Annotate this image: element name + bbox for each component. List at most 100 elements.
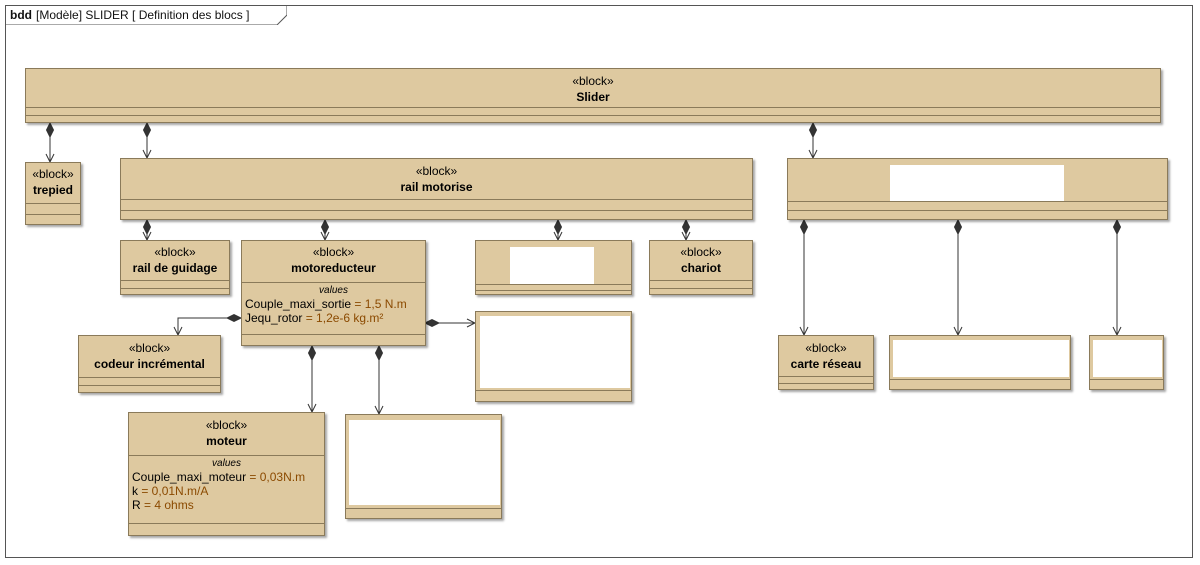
block-redacted-bottom[interactable]: [345, 414, 502, 519]
stereotype: «block»: [205, 418, 248, 432]
stereotype: «block»: [680, 245, 722, 259]
frame-label: [Modèle] SLIDER [ Definition des blocs ]: [36, 8, 250, 22]
diamond-moteur: [307, 344, 317, 362]
compartment: [26, 214, 80, 215]
redacted-area: [893, 340, 1069, 377]
stereotype: «block»: [805, 341, 847, 355]
compartment: [26, 107, 1160, 108]
stereotype: «block»: [32, 167, 74, 181]
value-label: Couple_maxi_sortie: [245, 297, 352, 311]
diamond-hidden-r2: [953, 218, 963, 236]
stereotype: «block»: [312, 245, 355, 259]
value-value: = 0,03N.m: [249, 470, 306, 484]
block-name: rail motorise: [400, 180, 473, 194]
block-name: Slider: [576, 90, 610, 104]
value-value: = 1,2e-6 kg.m²: [305, 311, 384, 325]
compartment: [121, 199, 752, 200]
link-codeur: [178, 317, 241, 335]
compartment: [121, 288, 229, 289]
block-chariot[interactable]: «block» chariot: [649, 240, 753, 295]
compartment: [79, 385, 220, 386]
diagram-frame: [5, 5, 1193, 558]
value-value: = 1,5 N.m: [354, 297, 407, 311]
block-name: chariot: [680, 261, 721, 275]
compartment: [1090, 379, 1163, 380]
compartment: [26, 203, 80, 204]
diamond-hidden-bottom: [374, 344, 384, 362]
value-label: Couple_maxi_moteur: [132, 470, 247, 484]
block-redacted-r2[interactable]: [889, 335, 1071, 390]
block-redacted-right[interactable]: [787, 158, 1168, 220]
block-name: motoreducteur: [291, 261, 376, 275]
compartment: [476, 284, 631, 285]
block-rail-de-guidage[interactable]: «block» rail de guidage: [120, 240, 230, 295]
block-name: moteur: [206, 434, 247, 448]
stereotype: «block»: [415, 164, 458, 178]
values-compartment: values Couple_maxi_moteur = 0,03N.m k = …: [129, 458, 324, 512]
compartment: [129, 455, 324, 456]
stereotype: «block»: [154, 245, 196, 259]
frame-title: bdd [Modèle] SLIDER [ Definition des bloc…: [10, 8, 249, 22]
block-codeur-incremental[interactable]: «block» codeur incrémental: [78, 335, 221, 393]
value-line: R = 4 ohms: [129, 498, 324, 512]
block-redacted-right-mid[interactable]: [475, 311, 632, 402]
block-rail-motorise[interactable]: «block» rail motorise: [120, 158, 753, 220]
compartment: [26, 115, 1160, 116]
redacted-area: [510, 247, 594, 284]
compartment: [242, 334, 425, 335]
diamond-motoreducteur: [320, 218, 330, 236]
value-value: = 0,01N.m/A: [141, 484, 209, 498]
value-line: Jequ_rotor = 1,2e-6 kg.m²: [242, 311, 425, 325]
block-redacted-mid[interactable]: [475, 240, 632, 295]
block-slider[interactable]: «block» Slider: [25, 68, 1161, 123]
diamond-rail-guidage: [142, 218, 152, 236]
redacted-area: [890, 165, 1064, 201]
value-line: Couple_maxi_moteur = 0,03N.m: [129, 470, 324, 484]
diamond-slider-block-right: [808, 121, 818, 139]
redacted-area: [1093, 340, 1162, 377]
diamond-chariot: [681, 218, 691, 236]
compartment: [79, 377, 220, 378]
compartment: [242, 282, 425, 283]
block-moteur[interactable]: «block» moteur values Couple_maxi_moteur…: [128, 412, 325, 536]
compartment: [890, 379, 1070, 380]
block-name: trepied: [32, 183, 73, 197]
diamond-slider-rail-motorise: [142, 121, 152, 139]
block-motoreducteur[interactable]: «block» motoreducteur values Couple_maxi…: [241, 240, 426, 346]
value-label: R: [132, 498, 141, 512]
compartment: [788, 210, 1167, 211]
compartment: [788, 201, 1167, 202]
compartment: [779, 383, 873, 384]
redacted-area: [480, 316, 630, 388]
value-label: k: [132, 484, 138, 498]
block-carte-reseau[interactable]: «block» carte réseau: [778, 335, 874, 390]
stereotype: «block»: [128, 341, 171, 355]
block-name: rail de guidage: [132, 261, 218, 275]
compartment: [121, 210, 752, 211]
values-title: values: [319, 285, 348, 296]
diamond-hidden-mid: [553, 218, 563, 236]
compartment: [650, 280, 752, 281]
compartment: [129, 523, 324, 524]
compartment: [121, 280, 229, 281]
compartment: [476, 390, 631, 391]
block-name: codeur incrémental: [94, 357, 205, 371]
diamond-carte-reseau: [799, 218, 809, 236]
block-trepied[interactable]: «block» trepied: [25, 162, 81, 225]
diamond-hidden-right: [423, 318, 441, 328]
block-name: carte réseau: [790, 357, 862, 371]
compartment: [779, 376, 873, 377]
value-label: Jequ_rotor: [245, 311, 303, 325]
value-line: Couple_maxi_sortie = 1,5 N.m: [242, 297, 425, 311]
compartment: [650, 288, 752, 289]
stereotype: «block»: [572, 74, 614, 88]
compartment: [476, 290, 631, 291]
values-title: values: [212, 458, 241, 469]
frame-kind: bdd: [10, 8, 32, 22]
diamond-codeur: [225, 313, 243, 323]
block-redacted-r3[interactable]: [1089, 335, 1164, 390]
values-compartment: values Couple_maxi_sortie = 1,5 N.m Jequ…: [242, 285, 425, 325]
compartment: [346, 508, 501, 509]
value-line: k = 0,01N.m/A: [129, 484, 324, 498]
